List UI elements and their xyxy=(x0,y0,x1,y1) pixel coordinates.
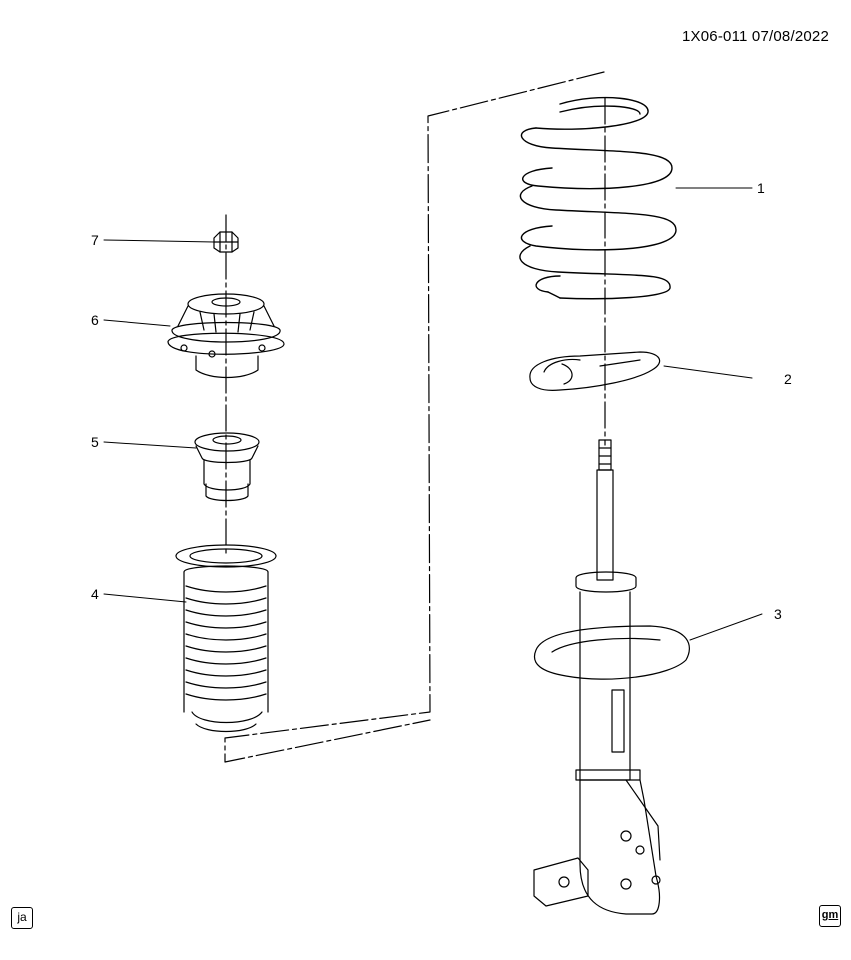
leader-line-7 xyxy=(104,240,214,242)
dust-boot-part xyxy=(176,545,276,732)
leader-line-3 xyxy=(690,614,762,640)
leader-line-4 xyxy=(104,594,186,602)
leader-line-6 xyxy=(104,320,170,326)
callout-number-2: 2 xyxy=(784,371,792,387)
strut-body-part xyxy=(534,440,689,914)
nut-part xyxy=(214,232,238,252)
callout-number-7: 7 xyxy=(91,232,99,248)
callout-number-1: 1 xyxy=(757,180,765,196)
gm-logo-stamp: gm xyxy=(819,905,841,927)
upper-strut-mount-part xyxy=(168,294,284,378)
jounce-bumper-part xyxy=(195,433,259,501)
callout-number-6: 6 xyxy=(91,312,99,328)
spring-insulator-part xyxy=(530,352,660,390)
coil-spring-part xyxy=(520,98,676,299)
leader-line-5 xyxy=(104,442,196,448)
leader-lines xyxy=(104,188,762,640)
leader-line-2 xyxy=(664,366,752,378)
callout-number-5: 5 xyxy=(91,434,99,450)
assembly-boundary-line xyxy=(225,72,604,762)
ja-stamp: ja xyxy=(11,907,33,929)
diagram-reference-code: 1X06-011 07/08/2022 xyxy=(682,28,829,45)
callout-number-3: 3 xyxy=(774,606,782,622)
callout-number-4: 4 xyxy=(91,586,99,602)
